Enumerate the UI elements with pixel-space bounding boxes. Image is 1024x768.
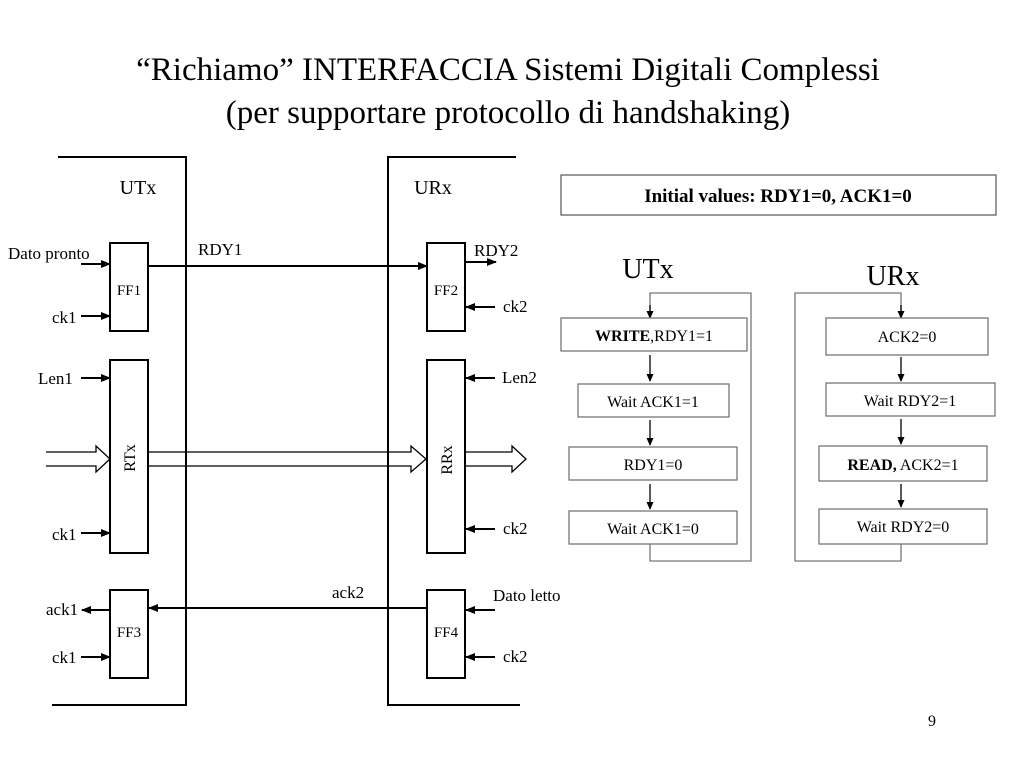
page-number: 9 bbox=[928, 713, 936, 730]
ack2-label: ack2 bbox=[332, 583, 364, 602]
utx-step-4-text: Wait ACK1=0 bbox=[607, 521, 699, 538]
urx-step-3-bold: READ, bbox=[847, 457, 896, 474]
urx-step-4-text: Wait RDY2=0 bbox=[857, 519, 950, 536]
ff1-label: FF1 bbox=[117, 283, 141, 299]
dato-pronto-label: Dato pronto bbox=[8, 244, 90, 263]
slide-title-line1: “Richiamo” INTERFACCIA Sistemi Digitali … bbox=[136, 52, 880, 88]
ck1-label-ff1: ck1 bbox=[52, 308, 77, 327]
urx-step-1-text: ACK2=0 bbox=[878, 329, 937, 346]
utx-step-2 bbox=[577, 383, 730, 418]
bus-in-arrow bbox=[46, 444, 111, 474]
initial-values-text: Initial values: RDY1=0, ACK1=0 bbox=[644, 186, 912, 207]
ff4-box bbox=[426, 589, 466, 679]
utx-step-1-bold: WRITE bbox=[595, 328, 650, 345]
rdy1-label: RDY1 bbox=[198, 240, 242, 259]
rrx-label: RRx bbox=[439, 445, 456, 474]
urx-boundary bbox=[387, 156, 520, 706]
ff3-label: FF3 bbox=[117, 625, 141, 641]
ck2-label-ff4: ck2 bbox=[503, 647, 528, 666]
ack1-label: ack1 bbox=[46, 600, 78, 619]
utx-step-2-text: Wait ACK1=1 bbox=[607, 394, 699, 411]
utx-step-1-text: WRITE,RDY1=1 bbox=[595, 328, 713, 345]
urx-step-2-text: Wait RDY2=1 bbox=[864, 393, 957, 410]
utx-step-1-rest: ,RDY1=1 bbox=[650, 328, 713, 345]
len2-label: Len2 bbox=[502, 368, 537, 387]
rrx-box bbox=[426, 359, 466, 554]
utx-label: UTx bbox=[120, 177, 157, 199]
ck1-label-ff3: ck1 bbox=[52, 648, 77, 667]
utx-step-3-text: RDY1=0 bbox=[624, 457, 683, 474]
urx-step-3 bbox=[818, 445, 988, 482]
utx-boundary bbox=[52, 156, 187, 706]
urx-label: URx bbox=[414, 177, 452, 199]
ff2-box bbox=[426, 242, 466, 332]
ff1-box bbox=[109, 242, 149, 332]
ff4-label: FF4 bbox=[434, 625, 459, 641]
len1-label: Len1 bbox=[38, 369, 73, 388]
interface-diagram: UTx URx FF1 Dato pronto ck1 RDY1 FF2 RDY… bbox=[8, 156, 561, 706]
bus-rtx-rrx-arrow bbox=[148, 444, 427, 474]
ck2-label-rrx: ck2 bbox=[503, 519, 528, 538]
dato-letto-label: Dato letto bbox=[493, 586, 561, 605]
rtx-label: RTx bbox=[122, 444, 139, 471]
protocol-flowcharts: Initial values: RDY1=0, ACK1=0 UTx URx W… bbox=[560, 174, 997, 562]
utx-loop-line bbox=[649, 292, 752, 562]
rdy2-label: RDY2 bbox=[474, 241, 518, 260]
utx-step-1 bbox=[560, 317, 748, 352]
urx-flow-title: URx bbox=[867, 261, 920, 292]
urx-loop-line bbox=[794, 292, 902, 562]
utx-flow-title: UTx bbox=[622, 254, 673, 285]
urx-step-4 bbox=[818, 508, 988, 545]
ff3-box bbox=[109, 589, 149, 679]
initial-values-box bbox=[560, 174, 997, 216]
ck1-label-rtx: ck1 bbox=[52, 525, 77, 544]
urx-step-3-text: READ, ACK2=1 bbox=[847, 457, 958, 474]
urx-step-2 bbox=[825, 382, 996, 417]
ck2-label-ff2: ck2 bbox=[503, 297, 528, 316]
utx-step-4 bbox=[568, 510, 738, 545]
ff2-label: FF2 bbox=[434, 283, 458, 299]
rtx-box bbox=[109, 359, 149, 554]
bus-out-arrow bbox=[465, 444, 527, 474]
slide-title-line2: (per supportare protocollo di handshakin… bbox=[226, 95, 791, 131]
utx-step-3 bbox=[568, 446, 738, 481]
urx-step-1 bbox=[825, 317, 989, 356]
urx-step-3-rest: ACK2=1 bbox=[897, 457, 959, 474]
